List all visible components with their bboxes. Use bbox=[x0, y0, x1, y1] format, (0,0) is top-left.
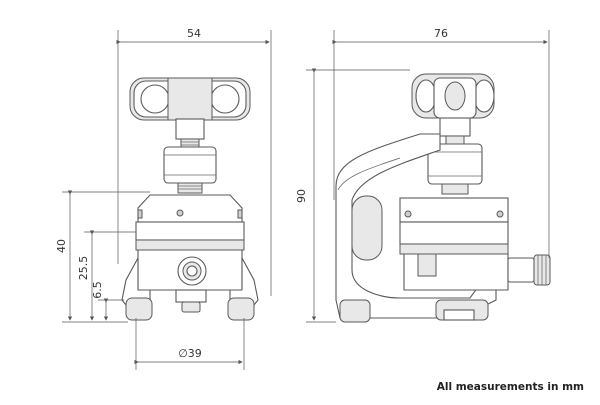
side-view bbox=[335, 73, 551, 323]
front-feet bbox=[121, 257, 259, 321]
front-knob bbox=[129, 77, 251, 140]
dim-mid-height: 25.5 bbox=[77, 256, 90, 281]
front-body bbox=[135, 194, 245, 291]
dim-base-diameter: ∅39 bbox=[178, 347, 202, 360]
side-knob bbox=[411, 73, 495, 137]
dimension-lines bbox=[62, 30, 550, 370]
side-stem bbox=[427, 135, 483, 195]
side-connector bbox=[507, 254, 551, 286]
front-view bbox=[121, 77, 259, 321]
front-stem bbox=[163, 138, 217, 194]
dim-base-height: 40 bbox=[55, 239, 68, 253]
dim-low-height: 6.5 bbox=[91, 281, 104, 299]
footer-note: All measurements in mm bbox=[436, 381, 584, 393]
side-feet bbox=[339, 299, 489, 323]
dim-overall-height: 90 bbox=[295, 189, 308, 203]
dim-side-width: 76 bbox=[434, 27, 448, 40]
dim-front-width: 54 bbox=[187, 27, 201, 40]
